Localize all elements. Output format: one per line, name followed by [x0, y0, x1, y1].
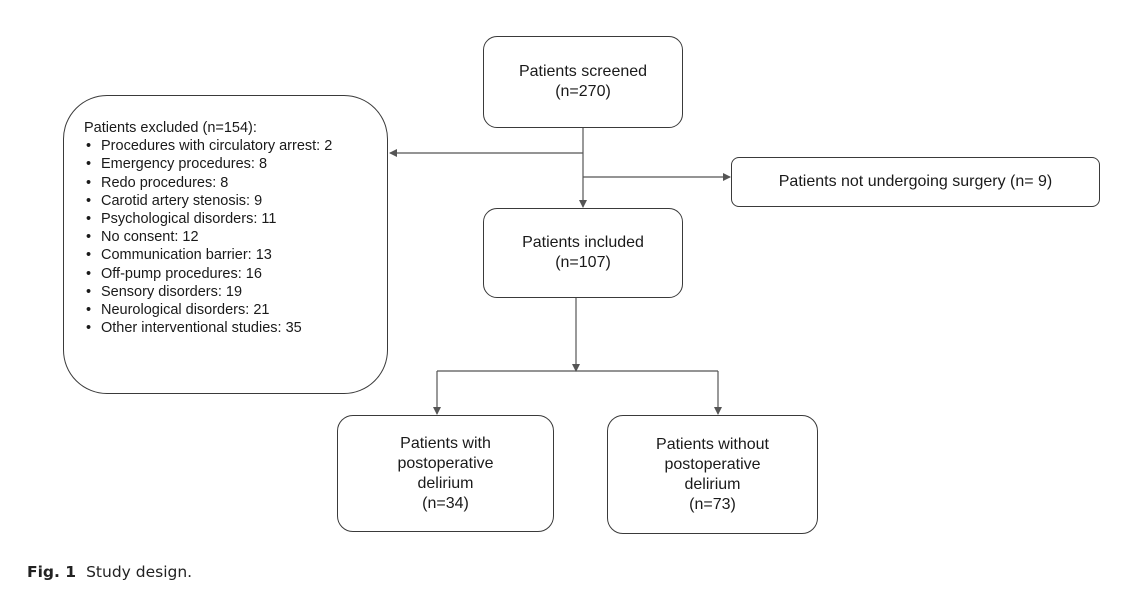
figure-caption-text: Study design.	[86, 563, 193, 581]
exclusion-item-label: No consent: 12	[101, 229, 199, 246]
bullet-icon: •	[86, 192, 92, 209]
bullet-icon: •	[86, 320, 92, 337]
excluded-title: Patients excluded (n=154):	[84, 120, 257, 136]
bullet-icon: •	[86, 302, 92, 319]
bullet-icon: •	[86, 229, 92, 246]
bullet-icon: •	[86, 265, 92, 282]
exclusion-item-label: Communication barrier: 13	[101, 247, 272, 264]
exclusion-item-label: Off-pump procedures: 16	[101, 265, 262, 282]
bullet-icon: •	[86, 174, 92, 191]
exclusion-reasons-list: • Procedures with circulatory arrest: 2 •…	[84, 137, 387, 337]
exclusion-item: • Neurological disorders: 21	[84, 301, 387, 319]
bullet-icon: •	[86, 247, 92, 264]
exclusion-item: • Other interventional studies: 35	[84, 319, 387, 337]
exclusion-item-label: Psychological disorders: 11	[101, 211, 277, 228]
figure-caption: Fig. 1 Study design.	[27, 563, 192, 581]
exclusion-item: • Off-pump procedures: 16	[84, 265, 387, 283]
screened-count: (n=270)	[555, 83, 611, 100]
included-label: Patients included	[522, 234, 644, 251]
with-delirium-line2: postoperative	[397, 454, 494, 472]
not-undergoing-surgery-box: Patients not undergoing surgery (n= 9)	[731, 157, 1100, 207]
exclusion-item: • Communication barrier: 13	[84, 246, 387, 264]
bullet-icon: •	[86, 138, 92, 155]
with-delirium-box: Patients with postoperative delirium (n=…	[337, 415, 554, 532]
without-delirium-line2: postoperative	[664, 455, 761, 473]
patients-included-box: Patients included (n=107)	[483, 208, 683, 298]
exclusion-item-label: Neurological disorders: 21	[101, 302, 270, 319]
exclusion-item-label: Other interventional studies: 35	[101, 320, 302, 337]
exclusion-item: • Procedures with circulatory arrest: 2	[84, 137, 387, 155]
bullet-icon: •	[86, 211, 92, 228]
bullet-icon: •	[86, 283, 92, 300]
exclusion-item: • Emergency procedures: 8	[84, 155, 387, 173]
patients-screened-box: Patients screened (n=270)	[483, 36, 683, 128]
exclusion-item: • No consent: 12	[84, 228, 387, 246]
exclusion-item-label: Redo procedures: 8	[101, 174, 229, 191]
exclusion-item-label: Procedures with circulatory arrest: 2	[101, 138, 333, 155]
without-delirium-box: Patients without postoperative delirium …	[607, 415, 818, 534]
without-delirium-line3: delirium	[684, 475, 741, 493]
with-delirium-line3: delirium	[417, 474, 474, 492]
exclusion-item: • Redo procedures: 8	[84, 174, 387, 192]
figure-label: Fig. 1	[27, 563, 77, 581]
exclusion-item-label: Carotid artery stenosis: 9	[101, 192, 263, 209]
exclusion-item: • Sensory disorders: 19	[84, 283, 387, 301]
with-delirium-count: (n=34)	[422, 494, 469, 512]
exclusion-item-label: Sensory disorders: 19	[101, 283, 243, 300]
without-delirium-count: (n=73)	[689, 495, 736, 513]
exclusion-item: • Carotid artery stenosis: 9	[84, 192, 387, 210]
exclusion-item-label: Emergency procedures: 8	[101, 156, 268, 173]
exclusion-item: • Psychological disorders: 11	[84, 210, 387, 228]
without-delirium-line1: Patients without	[656, 435, 769, 453]
screened-label: Patients screened	[518, 63, 648, 80]
with-delirium-line1: Patients with	[400, 434, 491, 452]
not-surgery-label: Patients not undergoing surgery (n= 9)	[778, 173, 1053, 190]
patients-excluded-box: Patients excluded (n=154): • Procedures w…	[63, 95, 388, 394]
bullet-icon: •	[86, 156, 92, 173]
included-count: (n=107)	[555, 254, 611, 271]
